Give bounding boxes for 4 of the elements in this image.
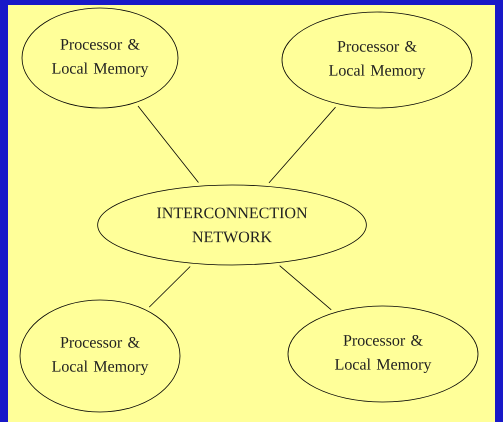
connector-line bbox=[268, 106, 336, 184]
connector-line bbox=[138, 106, 199, 183]
connector-line bbox=[148, 266, 191, 308]
connector-line bbox=[279, 265, 332, 310]
